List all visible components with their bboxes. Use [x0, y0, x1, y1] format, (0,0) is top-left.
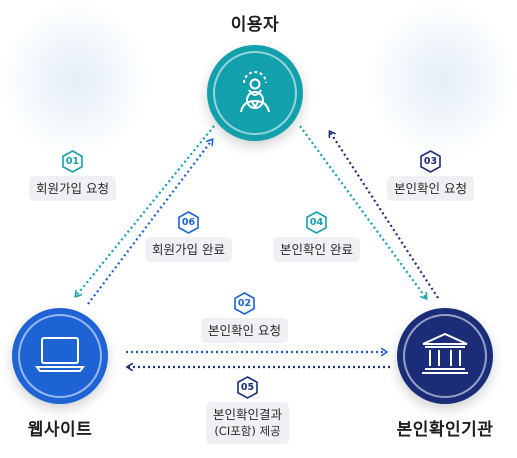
bank-building-icon	[419, 331, 471, 381]
step-03-badge: 03	[420, 150, 441, 173]
step-05-label: 본인확인결과 (CI포함) 제공	[206, 402, 290, 444]
step-04-badge: 04	[306, 211, 327, 234]
step-02: 02 본인확인 요청	[201, 292, 288, 343]
step-03-label: 본인확인 요청	[387, 176, 474, 201]
institution-node	[397, 308, 493, 404]
person-gear-icon	[230, 66, 280, 120]
step-05-label-line1: 본인확인결과	[213, 407, 283, 422]
step-02-label: 본인확인 요청	[201, 318, 288, 343]
step-04: 04 본인확인 완료	[273, 211, 360, 262]
step-05-label-line2: (CI포함) 제공	[214, 424, 281, 438]
user-node	[207, 45, 303, 141]
step-01: 01 회원가입 요청	[29, 150, 116, 201]
background-pattern-right	[367, 0, 517, 160]
website-title: 웹사이트	[27, 420, 93, 440]
step-03: 03 본인확인 요청	[387, 150, 474, 201]
user-title: 이용자	[230, 15, 280, 35]
website-node	[12, 308, 108, 404]
step-02-badge: 02	[234, 292, 255, 315]
background-pattern-left	[0, 0, 150, 160]
step-05-badge: 05	[237, 376, 258, 399]
institution-title: 본인확인기관	[396, 420, 494, 440]
step-01-badge: 01	[62, 150, 83, 173]
arrow-step-03	[330, 132, 439, 299]
step-06-label: 회원가입 완료	[145, 237, 232, 262]
arrow-step-01	[76, 125, 215, 296]
step-04-label: 본인확인 완료	[273, 237, 360, 262]
step-06: 06 회원가입 완료	[145, 211, 232, 262]
step-06-badge: 06	[178, 211, 199, 234]
arrow-step-04	[299, 125, 426, 298]
step-05: 05 본인확인결과 (CI포함) 제공	[206, 376, 290, 444]
arrow-step-06	[87, 140, 212, 305]
laptop-icon	[34, 334, 86, 378]
step-01-label: 회원가입 요청	[29, 176, 116, 201]
